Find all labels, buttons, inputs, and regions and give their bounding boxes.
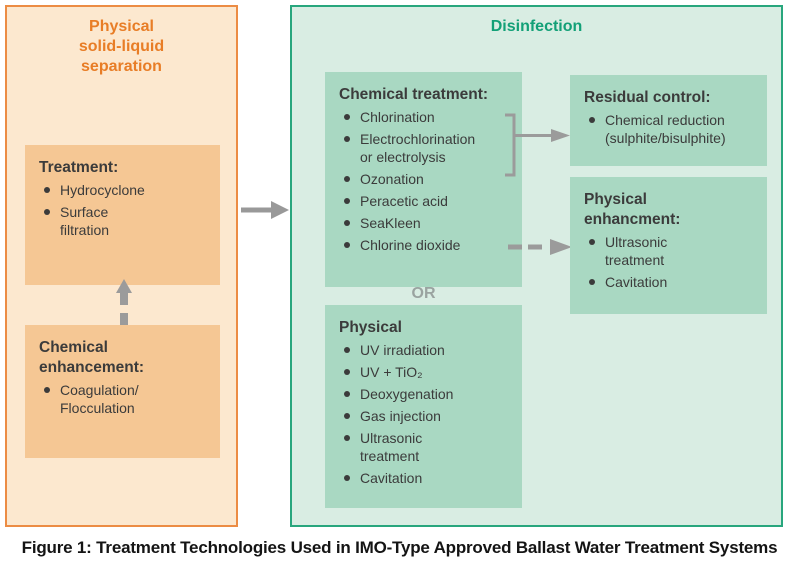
physical-enhancement-box: Physical enhancment: Ultrasonic treatmen… [570, 177, 767, 314]
treatment-list: Hydrocyclone Surface filtration [39, 181, 208, 239]
residual-control-box: Residual control: Chemical reduction (su… [570, 75, 767, 166]
chemical-enhancement-list: Coagulation/ Flocculation [39, 381, 208, 417]
list-item: Peracetic acid [339, 192, 510, 210]
list-item: Chemical reduction (sulphite/bisulphite) [584, 111, 755, 147]
list-item: Chlorination [339, 108, 510, 126]
list-item: UV + TiO₂ [339, 363, 510, 381]
physical-enhancement-list: Ultrasonic treatment Cavitation [584, 233, 755, 291]
disinfection-panel-title: Disinfection [490, 18, 583, 35]
list-item: Hydrocyclone [39, 181, 208, 199]
list-item: Electrochlorination or electrolysis [339, 130, 510, 166]
physical-separation-panel: Physical solid-liquid separation Treatme… [5, 5, 238, 527]
physical-list: UV irradiation UV + TiO₂ Deoxygenation G… [339, 341, 510, 487]
chemical-treatment-box: Chemical treatment: Chlorination Electro… [325, 72, 522, 287]
chemical-treatment-list: Chlorination Electrochlorination or elec… [339, 108, 510, 254]
flow-arrow-up-icon [116, 279, 132, 327]
list-item: SeaKleen [339, 214, 510, 232]
disinfection-panel: Disinfection Chemical treatment: Chlorin… [290, 5, 783, 527]
list-item: Ultrasonic treatment [339, 429, 510, 465]
residual-control-list: Chemical reduction (sulphite/bisulphite) [584, 111, 755, 147]
list-item: Surface filtration [39, 203, 208, 239]
or-label: OR [411, 285, 436, 302]
treatment-box: Treatment: Hydrocyclone Surface filtrati… [25, 145, 220, 285]
physical-enhancement-box-title: Physical enhancment: [584, 191, 681, 228]
chemical-enhancement-box: Chemical enhancement: Coagulation/ Flocc… [25, 325, 220, 458]
physical-box: Physical UV irradiation UV + TiO₂ Deoxyg… [325, 305, 522, 508]
flow-arrow-right-icon [241, 201, 289, 219]
figure-caption: Figure 1: Treatment Technologies Used in… [21, 538, 778, 557]
chemical-enhancement-box-title: Chemical enhancement: [39, 339, 145, 376]
chemical-treatment-box-title: Chemical treatment: [339, 86, 489, 103]
physical-box-title: Physical [339, 319, 402, 336]
list-item: Gas injection [339, 407, 510, 425]
list-item: Deoxygenation [339, 385, 510, 403]
list-item: Chlorine dioxide [339, 236, 510, 254]
list-item: UV irradiation [339, 341, 510, 359]
physical-separation-panel-title: Physical solid-liquid separation [78, 18, 165, 75]
residual-control-box-title: Residual control: [584, 89, 711, 106]
list-item: Ozonation [339, 170, 510, 188]
list-item: Coagulation/ Flocculation [39, 381, 208, 417]
list-item: Cavitation [339, 469, 510, 487]
treatment-box-title: Treatment: [39, 159, 119, 176]
list-item: Ultrasonic treatment [584, 233, 755, 269]
list-item: Cavitation [584, 273, 755, 291]
